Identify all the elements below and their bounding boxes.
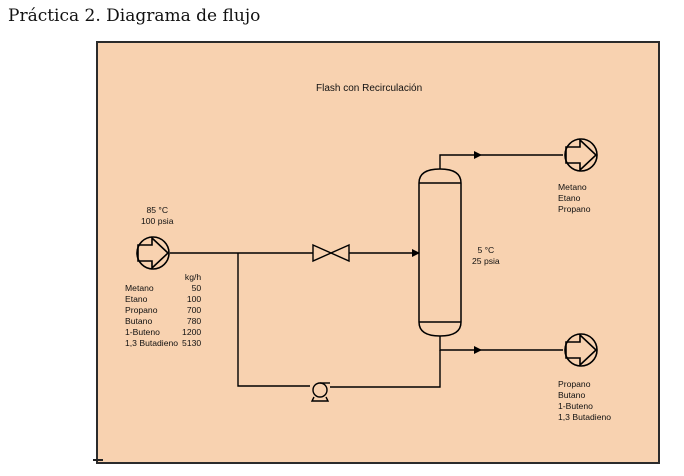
diagram-title: Flash con Recirculación [316, 83, 423, 94]
recycle-return-line [237, 253, 310, 387]
top-product-icon [564, 138, 598, 172]
table-row: Metano 50 [125, 283, 202, 293]
feed-stream-icon [136, 236, 170, 270]
list-item: Propano [558, 379, 591, 389]
liquid-outlet-line [439, 336, 482, 354]
valve-icon [312, 243, 350, 263]
list-item: 1-Buteno [558, 401, 593, 411]
list-item: 1,3 Butadieno [558, 412, 612, 422]
bottom-product-label: Propano Butano 1-Buteno 1,3 Butadieno [558, 379, 611, 423]
frame-tick [93, 459, 103, 466]
flash-pressure: 25 psia [472, 256, 500, 266]
top-product-label: Metano Etano Propano [558, 182, 591, 215]
table-row: 1,3 Butadieno 5130 [125, 338, 202, 348]
list-item: Butano [558, 390, 586, 400]
feed-temperature: 85 °C [146, 205, 169, 215]
table-row: Propano 700 [125, 305, 202, 315]
list-item: Metano [558, 182, 587, 192]
pump-icon [310, 382, 330, 402]
feed-pressure: 100 psia [141, 216, 174, 226]
flash-temperature: 5 °C [477, 245, 495, 255]
units-header: kg/h [184, 272, 202, 282]
feed-composition-table: kg/h Metano 50 Etano 100 Propano 700 But… [125, 272, 201, 349]
table-row: 1-Buteno 1200 [125, 327, 202, 337]
feed-conditions: 85 °C 100 psia [141, 205, 174, 227]
page-title: Práctica 2. Diagrama de flujo [8, 6, 261, 26]
table-row: Butano 780 [125, 316, 202, 326]
flash-drum-icon [418, 168, 462, 337]
bottom-product-icon [564, 333, 598, 367]
flash-conditions: 5 °C 25 psia [472, 245, 500, 267]
vapor-outlet-line [439, 151, 482, 169]
list-item: Propano [558, 204, 591, 214]
table-row: Etano 100 [125, 294, 202, 304]
list-item: Etano [558, 193, 581, 203]
recycle-line [330, 350, 441, 388]
